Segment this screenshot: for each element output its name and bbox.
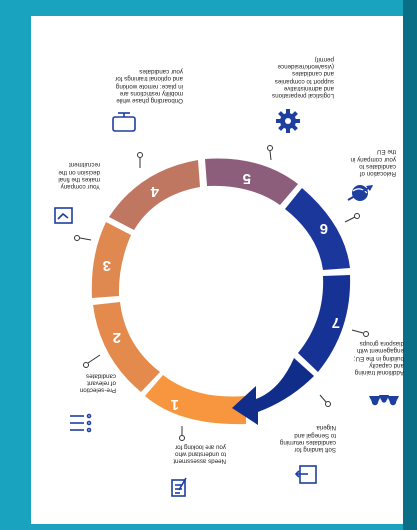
connector-dot-4 [74,235,80,241]
segment-6 [285,188,350,270]
segment-1 [145,375,246,425]
people-icon [369,395,399,406]
globe-plane-icon [347,185,373,201]
connector-dot-1 [179,435,185,441]
segment-7 [298,275,351,372]
connector-4 [79,237,92,241]
step-8-label: Additional training and capacity buildin… [353,340,404,377]
segment-2 [93,302,160,392]
connector-dot-5 [137,152,143,158]
connector-6 [269,150,272,161]
connector-dot-2 [83,362,89,368]
step-5-label: Onboarding phase while mobility restrict… [115,68,183,105]
step-6-label: Logistical preparations and administrati… [272,56,334,100]
step-number-6: 6 [320,220,328,237]
step-number-2: 2 [113,329,121,346]
connector-9 [319,394,327,403]
step-4-label: Your company makes the final decision on… [58,161,100,190]
segment-5 [205,158,298,205]
step-number-1: 1 [171,396,179,413]
connector-dot-8 [363,331,369,337]
connector-dot-6 [267,145,273,151]
segment-3 [91,222,131,298]
step-1-label: Needs assessment to understand who you a… [173,443,226,465]
list-icon [70,413,92,433]
document-pen-icon [171,477,187,497]
exit-door-icon [294,465,317,484]
monitor-icon [112,112,136,132]
step-number-5: 5 [243,170,251,187]
right-edge-strip [403,0,417,530]
step-2-label: Pre-selection of relevant candidates [79,372,116,394]
connector-7 [344,216,356,223]
gear-icon [276,109,300,133]
segment-4 [109,160,200,230]
connector-2 [87,354,101,364]
segment-8 [232,358,314,425]
connector-dot-7 [354,213,360,219]
image-icon [54,207,73,224]
connector-dot-9 [325,401,331,407]
step-number-8: 8 [311,382,319,399]
connector-8 [351,329,364,334]
step-number-4: 4 [150,183,159,200]
step-number-3: 3 [103,257,111,274]
soft-landing-label: Soft landing for candidates returning to… [279,424,336,453]
step-number-7: 7 [332,314,340,331]
step-7-label: Relocation of candidates to your company… [350,148,396,177]
